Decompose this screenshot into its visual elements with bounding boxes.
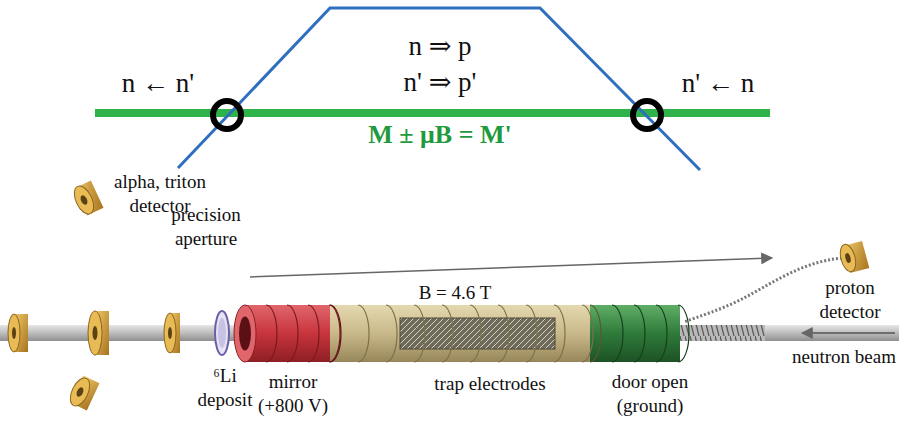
ring-divider — [470, 305, 481, 362]
trap-cutaway — [400, 318, 555, 349]
ring-divider — [656, 305, 667, 362]
label: ⁶Li deposit — [187, 364, 263, 412]
ring-divider — [678, 305, 689, 362]
label: n ⇒ p — [408, 30, 471, 64]
ring-divider — [308, 305, 319, 362]
spring-section — [680, 325, 765, 341]
label: door open (ground) — [596, 370, 704, 418]
ring-divider — [329, 305, 340, 362]
label: trap electrodes — [434, 372, 545, 396]
ring-divider — [612, 305, 623, 362]
ring-divider — [634, 305, 645, 362]
ring-divider — [554, 305, 565, 362]
mirror-electrodes — [245, 305, 330, 362]
ring-divider — [526, 305, 537, 362]
ring-dividers — [266, 305, 689, 362]
label: mirror (+800 V) — [247, 370, 339, 418]
blue-trajectory — [178, 8, 700, 170]
door-electrodes — [590, 305, 680, 362]
beam-pipe — [0, 325, 245, 341]
alpha-triton-detector — [66, 375, 99, 410]
ring-divider — [386, 305, 397, 362]
mirror-bore — [239, 317, 251, 351]
label: n ← n' — [122, 67, 194, 101]
label: precision aperture — [156, 203, 256, 251]
li-deposit — [215, 311, 229, 355]
alpha-triton-detector — [70, 181, 103, 217]
ring-divider — [590, 305, 601, 362]
beam-detector — [8, 314, 28, 352]
ring-divider — [287, 305, 298, 362]
crossing-circle — [633, 101, 661, 129]
neutron-arrow — [802, 332, 895, 334]
precision-aperture — [164, 313, 180, 353]
field-arrow — [250, 258, 772, 277]
ring-divider — [358, 305, 369, 362]
ring-divider — [442, 305, 453, 362]
detector-cable — [684, 258, 842, 322]
crossing-circle — [213, 101, 241, 129]
label: B = 4.6 T — [419, 281, 492, 305]
ring-divider — [414, 305, 425, 362]
label: n' ⇒ p' — [404, 66, 477, 100]
trap-electrodes — [330, 305, 590, 362]
label: M ± μB = M' — [368, 119, 511, 152]
label: proton detector — [808, 276, 892, 324]
beam-pipe — [680, 325, 899, 341]
beam-detector — [88, 311, 109, 355]
ring-divider — [266, 305, 277, 362]
label: n' ← n — [682, 67, 754, 101]
proton-detector — [838, 241, 870, 273]
ring-divider — [330, 305, 341, 362]
mirror-face — [234, 305, 256, 362]
label: neutron beam — [792, 345, 896, 369]
ring-divider — [498, 305, 509, 362]
ring-divider — [582, 305, 593, 362]
green-line — [95, 109, 770, 117]
